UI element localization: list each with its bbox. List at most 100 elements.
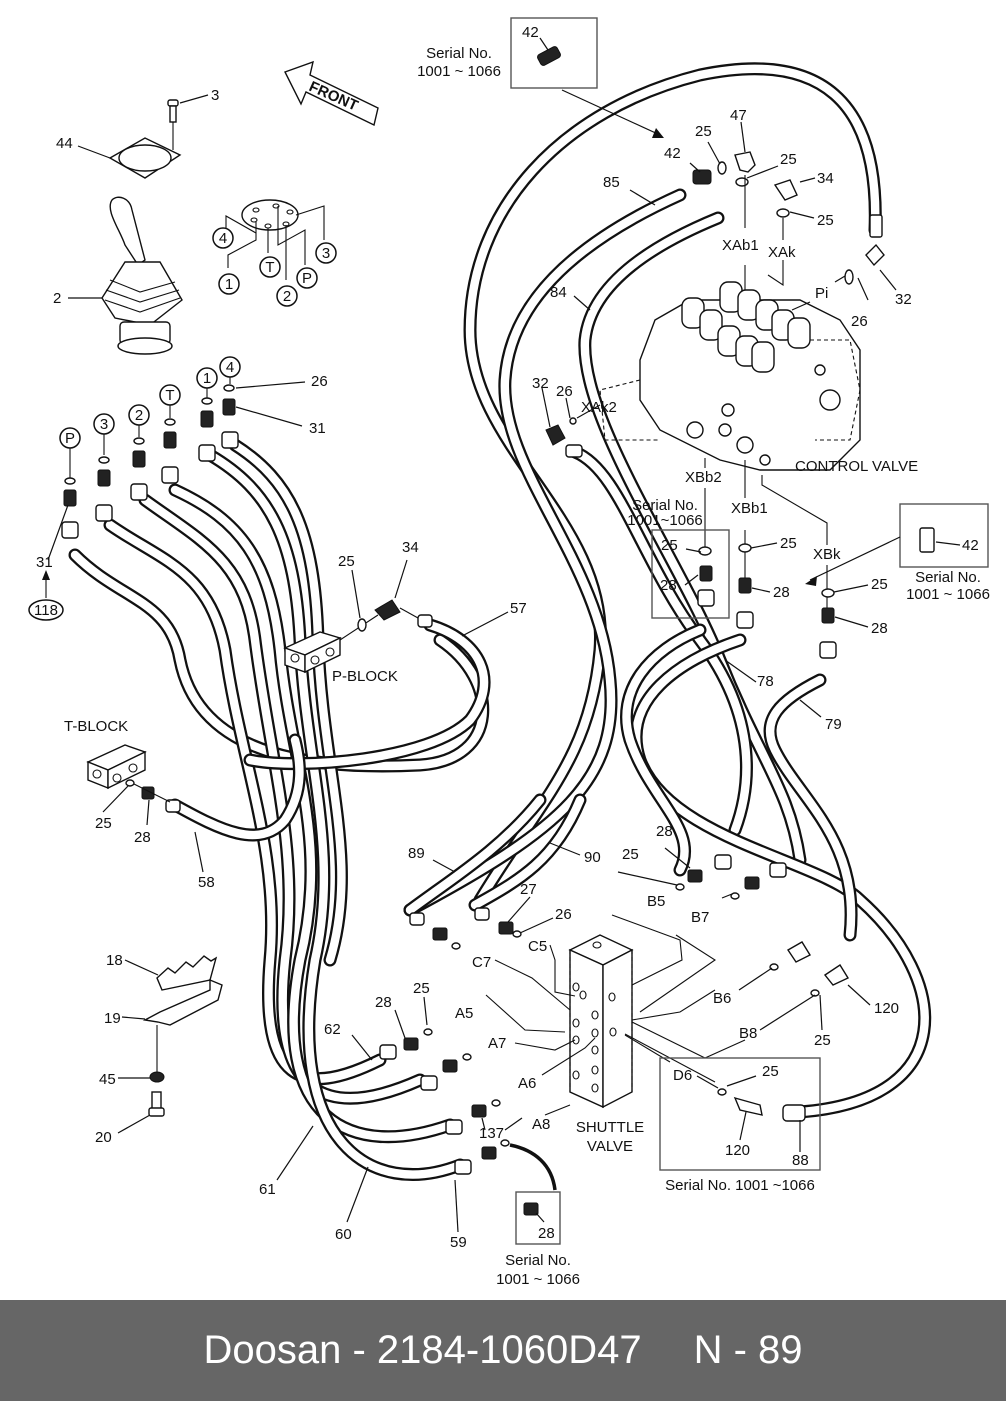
svg-text:Serial No.: Serial No.	[426, 45, 492, 62]
svg-text:1001 ~ 1066: 1001 ~ 1066	[417, 63, 501, 80]
svg-text:P: P	[302, 270, 312, 287]
port-c5: C5	[528, 938, 547, 955]
port-xak: XAk	[768, 244, 796, 261]
callout-26-c5: 26	[555, 906, 572, 923]
svg-text:Serial No.: Serial No.	[915, 569, 981, 586]
callout-84: 84	[550, 284, 567, 301]
port-label-2: 2	[276, 285, 298, 307]
callout-26-pi: 26	[851, 313, 868, 330]
svg-text:SHUTTLE: SHUTTLE	[576, 1119, 644, 1136]
callout-79: 79	[825, 716, 842, 733]
serial-box-top: 42 Serial No. 1001 ~ 1066	[417, 17, 664, 138]
hose-90	[468, 793, 587, 912]
svg-text:VALVE: VALVE	[587, 1138, 633, 1155]
fitting-port-p: P	[59, 427, 81, 539]
front-arrow-label: FRONT	[306, 78, 360, 115]
footer-bar: Doosan - 2184-1060D47 N - 89	[0, 1300, 1006, 1401]
footer-separator: -	[352, 1328, 366, 1372]
serial-box-a8: 28 Serial No. 1001 ~ 1066	[496, 1143, 580, 1288]
callout-25-c: 25	[817, 212, 834, 229]
control-valve-label: CONTROL VALVE	[795, 458, 918, 475]
callout-28-a5: 28	[375, 994, 392, 1011]
valve-spools	[681, 281, 811, 373]
port-a5: A5	[455, 1005, 473, 1022]
port-label-4: 4	[212, 227, 234, 249]
callout-28-xbk: 28	[871, 620, 888, 637]
svg-text:Serial No.: Serial No.	[632, 497, 698, 514]
callout-90: 90	[584, 849, 601, 866]
svg-text:120: 120	[725, 1142, 750, 1159]
misc-leaders	[432, 189, 822, 934]
shuttle-valve: SHUTTLE VALVE	[568, 934, 644, 1155]
port-c7: C7	[472, 954, 491, 971]
callout-120: 120	[874, 1000, 899, 1017]
hose-pilot-1	[203, 448, 467, 1181]
control-valve: CONTROL VALVE	[599, 281, 918, 475]
callout-85: 85	[603, 174, 620, 191]
callout-42-xbk: 42	[962, 537, 979, 554]
svg-text:1001 ~ 1066: 1001 ~ 1066	[496, 1271, 580, 1288]
port-label-t: T	[259, 256, 281, 278]
callout-45: 45	[99, 1071, 116, 1088]
serial-box-d6: Serial No. 1001 ~1066 25 120 88	[659, 1057, 821, 1194]
port-b6: B6	[713, 990, 731, 1007]
hose-pilot-p	[68, 548, 490, 773]
svg-text:3: 3	[322, 245, 330, 262]
callout-34-p: 34	[402, 539, 419, 556]
svg-text:Serial No. 1001 ~1066: Serial No. 1001 ~1066	[665, 1177, 815, 1194]
port-b8: B8	[739, 1025, 757, 1042]
callout-25-xbb1: 25	[780, 535, 797, 552]
callout-61: 61	[259, 1181, 276, 1198]
port-pi: Pi	[815, 285, 828, 302]
svg-text:1001~1066: 1001~1066	[627, 512, 703, 529]
fitting-port-4: 4	[219, 356, 241, 449]
callout-28-t: 28	[134, 829, 151, 846]
joystick-assembly: 4 1 T 2 P 3	[68, 94, 337, 355]
callout-32-right: 32	[895, 291, 912, 308]
callout-26-top: 26	[311, 373, 328, 390]
svg-text:118: 118	[34, 602, 58, 619]
callout-28-xbb2: 28	[660, 577, 677, 594]
svg-text:88: 88	[792, 1152, 809, 1169]
callout-28-b5: 28	[656, 823, 673, 840]
callout-31-top: 31	[309, 420, 326, 437]
joystick-fittings: P 3 2 T	[28, 356, 306, 621]
callout-31-left: 31	[36, 554, 53, 571]
callout-42: 42	[664, 145, 681, 162]
svg-text:1: 1	[203, 370, 211, 387]
svg-text:1001 ~ 1066: 1001 ~ 1066	[906, 586, 990, 603]
callout-25-b5: 25	[622, 846, 639, 863]
control-valve-top-fittings	[689, 121, 897, 301]
callout-58: 58	[198, 874, 215, 891]
svg-text:T: T	[165, 387, 174, 404]
fitting-port-2: 2	[128, 404, 150, 501]
callout-25-xbb2: 25	[661, 537, 678, 554]
hose-85	[403, 188, 687, 917]
callout-34-top: 34	[817, 170, 834, 187]
port-a7: A7	[488, 1035, 506, 1052]
hose-57	[243, 618, 491, 771]
svg-text:2: 2	[135, 407, 143, 424]
t-block-label: T-BLOCK	[64, 718, 128, 735]
svg-text:28: 28	[538, 1225, 555, 1242]
callout-59: 59	[450, 1234, 467, 1251]
svg-text:2: 2	[283, 288, 291, 305]
callout-25-b: 25	[780, 151, 797, 168]
callout-25-xbk: 25	[871, 576, 888, 593]
hose-79	[763, 673, 858, 942]
callout-62: 62	[324, 1021, 341, 1038]
p-block: P-BLOCK	[283, 559, 509, 685]
callout-78: 78	[757, 673, 774, 690]
callout-28-xbb1: 28	[773, 584, 790, 601]
hose-pilot-pi	[463, 62, 882, 907]
callout-42-box: 42	[522, 24, 539, 41]
svg-text:T: T	[265, 259, 274, 276]
callout-25-t: 25	[95, 815, 112, 832]
port-d6: D6	[673, 1067, 692, 1084]
callout-27: 27	[520, 881, 537, 898]
callout-25-b8: 25	[814, 1032, 831, 1049]
hose-78	[629, 633, 932, 1119]
footer-page-number: 89	[758, 1328, 803, 1372]
port-label-3: 3	[315, 242, 337, 264]
xbb-fittings	[651, 458, 989, 659]
